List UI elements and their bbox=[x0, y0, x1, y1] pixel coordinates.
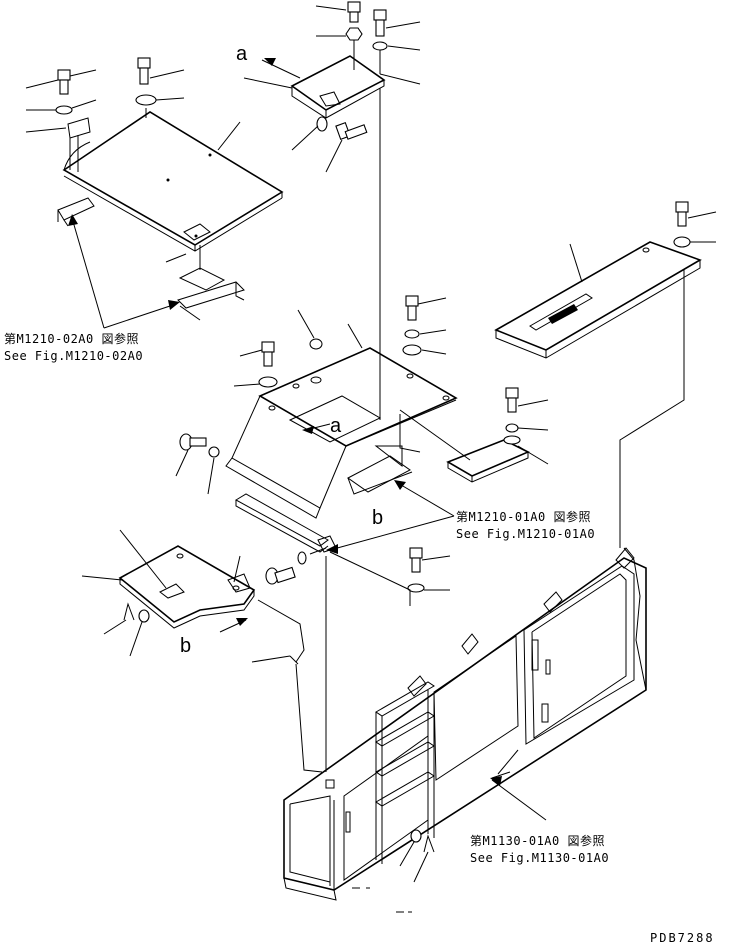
reference-en-m1210-02a0: See Fig.M1210-02A0 bbox=[4, 349, 143, 363]
bolt-console-right bbox=[402, 295, 447, 356]
bottom-marks bbox=[352, 887, 412, 913]
console-bracket-right bbox=[347, 414, 421, 495]
top-right-panel bbox=[494, 241, 702, 359]
reference-en-m1210-01a0: See Fig.M1210-01A0 bbox=[456, 527, 595, 541]
bolt-top-left-2 bbox=[137, 57, 185, 85]
callout-a-mid: a bbox=[330, 415, 342, 437]
right-small-plate bbox=[446, 439, 530, 483]
left-plate-pins bbox=[103, 602, 150, 657]
bolt-top-left-1 bbox=[57, 69, 97, 95]
bolt-right-small bbox=[503, 387, 549, 465]
callout-b-left: b bbox=[180, 635, 191, 657]
center-console-cover bbox=[225, 347, 458, 519]
callout-a-top: a bbox=[236, 43, 248, 65]
top-left-cover-plate bbox=[62, 111, 284, 252]
bolt-console-left bbox=[233, 341, 278, 388]
reference-jp-m1210-01a0: 第M1210-01A0 図参照 bbox=[456, 509, 591, 524]
reference-jp-m1210-02a0: 第M1210-02A0 図参照 bbox=[4, 331, 139, 346]
main-frame bbox=[283, 547, 647, 901]
bolt-top-center-1 bbox=[315, 1, 361, 23]
reference-jp-m1130-01a0: 第M1130-01A0 図参照 bbox=[470, 833, 605, 848]
bolt-small-center bbox=[291, 116, 368, 173]
washer-top-left-2 bbox=[135, 94, 185, 118]
washer-top-left-1 bbox=[25, 79, 97, 133]
lower-bracket-right bbox=[165, 253, 245, 321]
bolt-top-center-2 bbox=[373, 9, 421, 37]
left-floor-plate bbox=[118, 545, 256, 629]
top-center-bracket bbox=[290, 55, 386, 119]
reference-en-m1130-01a0: See Fig.M1130-01A0 bbox=[470, 851, 609, 865]
bottom-pin-washer bbox=[399, 829, 435, 883]
lower-bracket-left bbox=[57, 197, 95, 227]
bolt-right-lower bbox=[407, 547, 451, 593]
callout-b-right: b bbox=[372, 507, 383, 529]
nut-top-center bbox=[316, 27, 363, 41]
grommet bbox=[309, 338, 323, 350]
console-bracket-left bbox=[234, 493, 337, 553]
bolt-center-lower bbox=[265, 547, 327, 585]
bolt-side bbox=[175, 433, 220, 495]
bolt-top-right bbox=[673, 201, 717, 248]
drawing-code: PDB7288 bbox=[650, 931, 715, 945]
